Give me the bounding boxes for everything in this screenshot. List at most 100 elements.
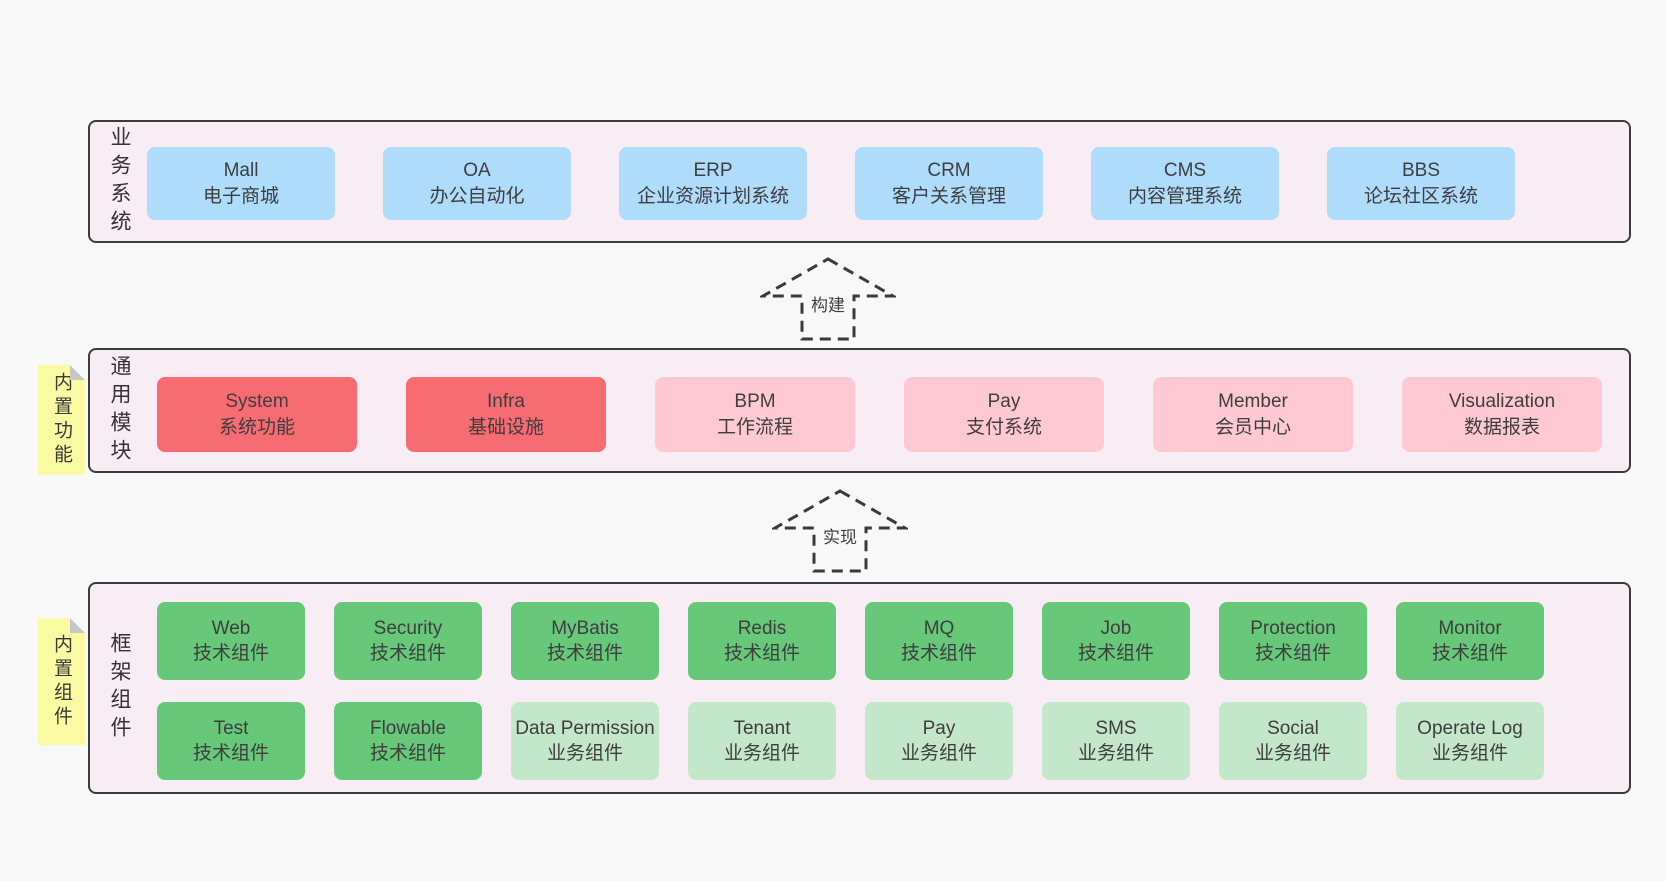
framework-components-row-1: Web 技术组件 Security 技术组件 MyBatis 技术组件 Redi… (157, 602, 1544, 680)
box-subtitle: 技术组件 (369, 743, 446, 764)
box-sms: SMS 业务组件 (1042, 702, 1190, 780)
box-subtitle: 基础设施 (467, 416, 544, 438)
box-flowable: Flowable 技术组件 (334, 702, 482, 780)
box-subtitle: 技术组件 (723, 643, 800, 664)
box-subtitle: 论坛社区系统 (1363, 185, 1478, 207)
dashed-up-arrow-icon (772, 489, 908, 573)
arrow-build-label: 构建 (808, 290, 848, 317)
box-test: Test 技术组件 (157, 702, 305, 780)
layer-business-systems-label: 业务系统 (108, 125, 131, 238)
box-title: Member (1218, 391, 1288, 413)
box-title: OA (463, 160, 491, 182)
arrow-implement: 实现 (772, 488, 908, 574)
box-title: Operate Log (1417, 717, 1523, 739)
box-title: BPM (734, 391, 776, 413)
box-title: Flowable (369, 717, 447, 739)
box-title: System (225, 391, 289, 413)
box-system: System 系统功能 (157, 377, 357, 452)
box-title: Tenant (733, 717, 791, 739)
box-bbs: BBS 论坛社区系统 (1327, 147, 1515, 220)
box-title: Test (213, 717, 249, 739)
box-tenant: Tenant 业务组件 (688, 702, 836, 780)
box-operate-log: Operate Log 业务组件 (1396, 702, 1544, 780)
note-built-in-components: 内置组件 (38, 618, 85, 745)
box-subtitle: 业务组件 (546, 743, 623, 764)
box-title: SMS (1095, 717, 1137, 739)
box-subtitle: 技术组件 (192, 743, 269, 764)
box-title: ERP (693, 160, 733, 182)
box-subtitle: 电子商城 (202, 185, 279, 207)
box-title: Redis (737, 617, 787, 639)
common-modules-row: System 系统功能 Infra 基础设施 BPM 工作流程 Pay 支付系统… (157, 377, 1602, 452)
box-member: Member 会员中心 (1153, 377, 1353, 452)
layer-framework-components: 框架组件 Web 技术组件 Security 技术组件 MyBatis 技术组件… (88, 582, 1631, 794)
box-web: Web 技术组件 (157, 602, 305, 680)
box-subtitle: 技术组件 (1431, 643, 1508, 664)
box-data-permission: Data Permission 业务组件 (511, 702, 659, 780)
box-subtitle: 工作流程 (716, 416, 793, 438)
framework-components-row-2: Test 技术组件 Flowable 技术组件 Data Permission … (157, 702, 1544, 780)
box-subtitle: 技术组件 (546, 643, 623, 664)
box-title: Security (373, 617, 443, 639)
note-built-in-features-label: 内置功能 (51, 372, 72, 468)
box-subtitle: 业务组件 (723, 743, 800, 764)
box-subtitle: 技术组件 (192, 643, 269, 664)
box-subtitle: 数据报表 (1463, 416, 1540, 438)
box-subtitle: 内容管理系统 (1127, 185, 1242, 207)
box-title: Visualization (1448, 391, 1556, 413)
box-mybatis: MyBatis 技术组件 (511, 602, 659, 680)
box-monitor: Monitor 技术组件 (1396, 602, 1544, 680)
layer-common-modules-label: 通用模块 (108, 354, 131, 467)
box-mall: Mall 电子商城 (147, 147, 335, 220)
layer-common-modules: 通用模块 System 系统功能 Infra 基础设施 BPM 工作流程 Pay… (88, 348, 1631, 473)
box-title: Web (211, 617, 251, 639)
box-title: CRM (927, 160, 971, 182)
box-title: MQ (923, 617, 955, 639)
box-security: Security 技术组件 (334, 602, 482, 680)
box-subtitle: 技术组件 (1254, 643, 1331, 664)
box-pay-module: Pay 支付系统 (904, 377, 1104, 452)
box-subtitle: 系统功能 (218, 416, 295, 438)
box-cms: CMS 内容管理系统 (1091, 147, 1279, 220)
box-title: Data Permission (515, 717, 655, 739)
box-subtitle: 业务组件 (1254, 743, 1331, 764)
dashed-up-arrow-icon (760, 257, 896, 341)
box-oa: OA 办公自动化 (383, 147, 571, 220)
box-subtitle: 会员中心 (1214, 416, 1291, 438)
business-systems-row: Mall 电子商城 OA 办公自动化 ERP 企业资源计划系统 CRM 客户关系… (147, 147, 1515, 220)
box-infra: Infra 基础设施 (406, 377, 606, 452)
box-subtitle: 客户关系管理 (891, 185, 1006, 207)
box-pay-component: Pay 业务组件 (865, 702, 1013, 780)
box-subtitle: 支付系统 (965, 416, 1042, 438)
box-redis: Redis 技术组件 (688, 602, 836, 680)
arrow-implement-label: 实现 (820, 522, 860, 549)
box-job: Job 技术组件 (1042, 602, 1190, 680)
box-title: CMS (1163, 160, 1207, 182)
box-subtitle: 技术组件 (1077, 643, 1154, 664)
box-title: Job (1100, 617, 1132, 639)
box-title: Infra (486, 391, 526, 413)
note-built-in-features: 内置功能 (38, 365, 85, 475)
box-title: Pay (922, 717, 956, 739)
box-erp: ERP 企业资源计划系统 (619, 147, 807, 220)
arrow-build: 构建 (760, 256, 896, 342)
box-subtitle: 业务组件 (900, 743, 977, 764)
box-title: Pay (987, 391, 1021, 413)
box-visualization: Visualization 数据报表 (1402, 377, 1602, 452)
box-subtitle: 技术组件 (369, 643, 446, 664)
note-built-in-components-label: 内置组件 (51, 633, 72, 730)
box-subtitle: 业务组件 (1077, 743, 1154, 764)
box-title: BBS (1401, 160, 1441, 182)
box-title: Social (1267, 717, 1319, 739)
box-title: MyBatis (551, 617, 619, 639)
box-crm: CRM 客户关系管理 (855, 147, 1043, 220)
box-subtitle: 技术组件 (900, 643, 977, 664)
box-title: Monitor (1438, 617, 1502, 639)
box-bpm: BPM 工作流程 (655, 377, 855, 452)
box-subtitle: 办公自动化 (429, 185, 525, 207)
box-subtitle: 企业资源计划系统 (636, 185, 789, 207)
box-social: Social 业务组件 (1219, 702, 1367, 780)
layer-business-systems: 业务系统 Mall 电子商城 OA 办公自动化 ERP 企业资源计划系统 CRM… (88, 120, 1631, 243)
box-subtitle: 业务组件 (1431, 743, 1508, 764)
